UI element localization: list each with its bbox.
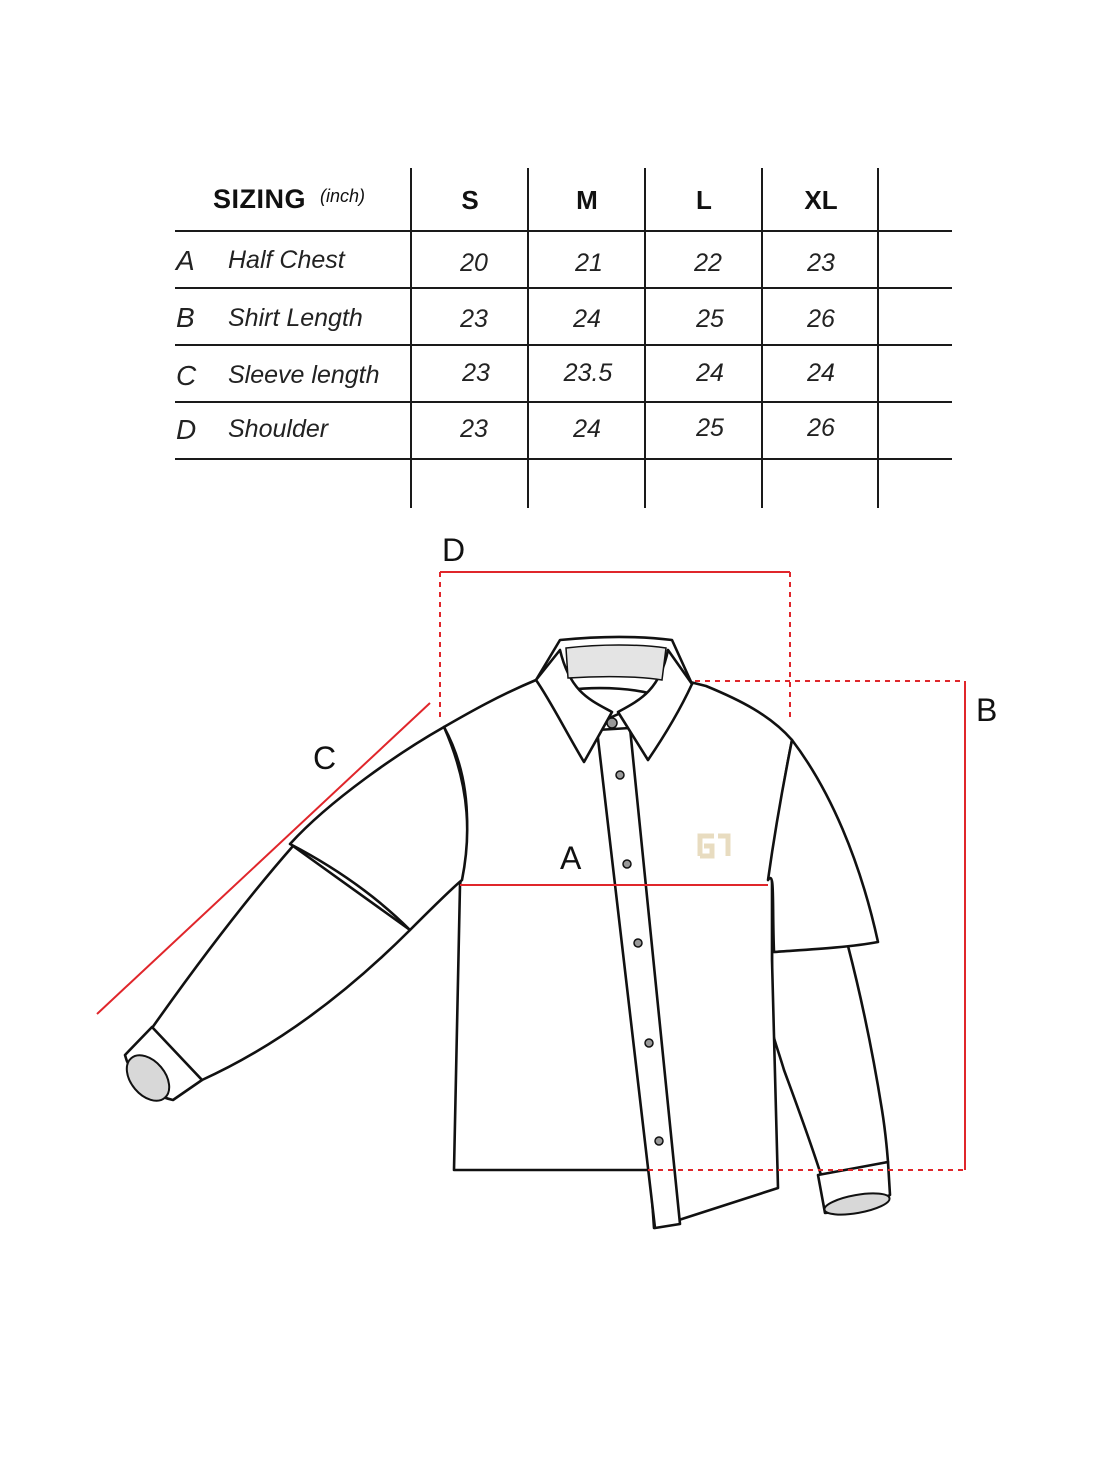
button-icon <box>654 1136 664 1146</box>
table-cell: 21 <box>575 249 603 277</box>
table-cell: 24 <box>573 305 601 333</box>
right-cuff-opening <box>823 1192 891 1216</box>
table-cell: 23.5 <box>563 359 613 387</box>
size-header-l: L <box>696 185 712 215</box>
button-icon <box>622 859 632 869</box>
table-cell: 22 <box>694 249 722 277</box>
table-cell: 24 <box>573 415 601 443</box>
left-cuff-opening <box>125 1054 171 1102</box>
table-cell: 25 <box>696 414 724 442</box>
table-cell: 23 <box>807 249 835 277</box>
button-icon <box>633 938 643 948</box>
label-b: B <box>976 692 998 728</box>
button-icon <box>606 717 618 729</box>
table-cell: 24 <box>807 359 835 387</box>
table-title: SIZING <box>213 184 307 214</box>
table-cell: 25 <box>696 305 724 333</box>
row-letter: B <box>176 302 195 333</box>
row-letter: D <box>176 414 197 445</box>
table-cell: 26 <box>807 414 835 442</box>
table-rule <box>175 287 952 289</box>
size-header-m: M <box>576 185 598 215</box>
table-cell: 23 <box>460 415 488 443</box>
table-column-rule <box>761 168 763 508</box>
table-cell: 23 <box>460 305 488 333</box>
row-label: Half Chest <box>228 246 345 274</box>
row-label: Shoulder <box>228 415 329 443</box>
left-short-sleeve <box>288 725 469 932</box>
table-cell: 23 <box>462 359 490 387</box>
right-short-sleeve <box>766 738 880 954</box>
table-rule <box>175 458 952 460</box>
label-a: A <box>560 840 582 876</box>
placket <box>595 726 682 1230</box>
button-icon <box>615 770 625 780</box>
label-d: D <box>442 532 466 568</box>
row-letter: A <box>176 245 195 276</box>
table-column-rule <box>410 168 412 508</box>
table-unit: (inch) <box>320 186 366 206</box>
label-c: C <box>313 740 337 776</box>
row-label: Shirt Length <box>228 304 363 332</box>
row-label: Sleeve length <box>228 361 380 389</box>
right-long-sleeve <box>770 944 890 1180</box>
table-cell: 26 <box>807 305 835 333</box>
button-icon <box>644 1038 654 1048</box>
table-rule <box>175 344 952 346</box>
size-header-xl: XL <box>804 185 838 215</box>
table-column-rule <box>527 168 529 508</box>
table-rule <box>175 230 952 232</box>
collar-inner <box>565 644 667 681</box>
measure-line-c <box>96 702 431 1015</box>
size-header-s: S <box>461 185 479 215</box>
table-column-rule <box>877 168 879 508</box>
table-rule <box>175 401 952 403</box>
brand-logo-icon <box>697 833 731 859</box>
table-cell: 20 <box>460 249 488 277</box>
table-cell: 24 <box>696 359 724 387</box>
table-column-rule <box>644 168 646 508</box>
row-letter: C <box>176 360 197 391</box>
